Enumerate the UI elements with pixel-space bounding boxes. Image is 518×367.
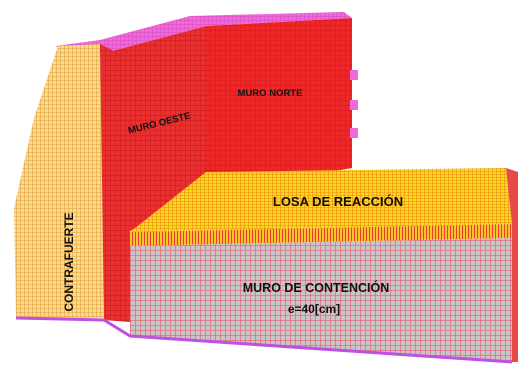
- muro-norte-ledge: [350, 128, 358, 138]
- wall-top-muro-norte: [100, 16, 206, 52]
- contrafuerte-face: [14, 44, 104, 318]
- muro-contencion-side: [506, 168, 518, 362]
- muro-norte-ledge: [350, 100, 358, 110]
- label-losa: LOSA DE REACCIÓN: [273, 194, 403, 209]
- label-espesor: e=40[cm]: [288, 302, 340, 316]
- muro-oeste-face: [108, 26, 206, 232]
- losa-edge: [130, 224, 512, 246]
- label-contrafuerte: CONTRAFUERTE: [62, 212, 76, 311]
- base-line: [15, 316, 513, 364]
- muro-norte-face: [206, 18, 352, 194]
- wall-top-back: [190, 12, 352, 26]
- muro-contencion-face: [130, 238, 512, 362]
- muro-norte-ledge: [350, 70, 358, 80]
- label-muro-contencion: MURO DE CONTENCIÓN: [243, 280, 390, 295]
- label-muro-norte: MURO NORTE: [238, 88, 303, 99]
- losa-top: [130, 168, 512, 232]
- column-edge: [100, 44, 130, 322]
